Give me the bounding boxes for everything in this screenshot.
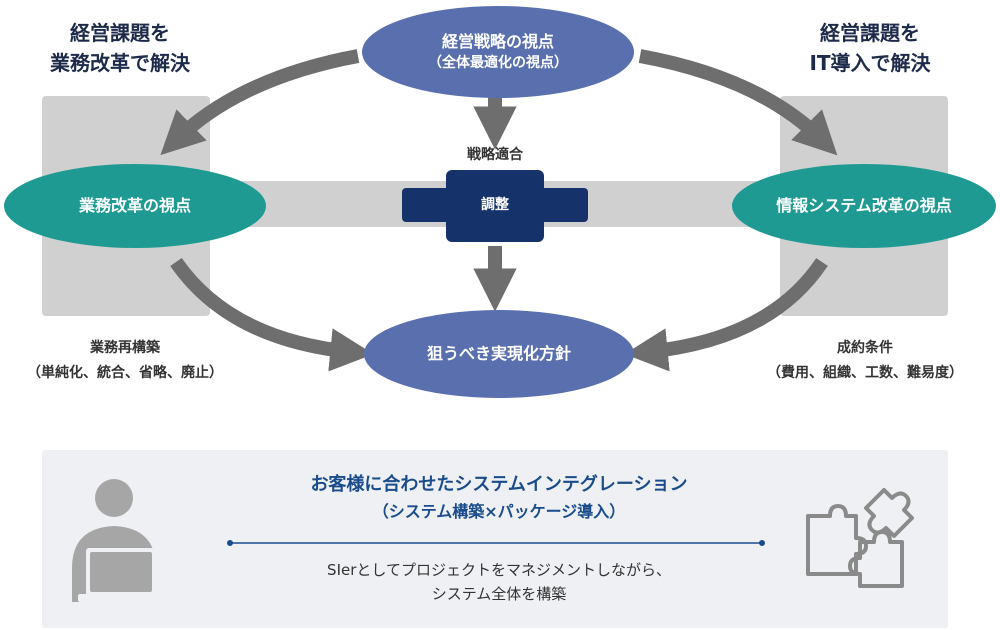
arrow-left-to-bottom (170, 257, 374, 372)
adjust-box-vertical (446, 170, 544, 242)
adjust-label: 調整 (481, 197, 509, 213)
arrow-strategy-to-left (160, 49, 360, 156)
integration-subtitle: （システム構築×パッケージ導入） (372, 502, 626, 521)
business-reform-node: 業務改革の視点 (4, 164, 266, 248)
right-heading: 経営課題を IT導入で解決 (809, 21, 931, 75)
integration-body: SIerとしてプロジェクトをマネジメントしながら、 システム全体を構築 (327, 561, 671, 603)
right-caption: 成約条件 （費用、組織、工数、難易度） (767, 340, 963, 381)
left-heading: 経営課題を 業務改革で解決 (50, 21, 190, 75)
strategy-node: 経営戦略の視点 （全体最適化の視点） (362, 6, 634, 98)
left-caption: 業務再構築 （単純化、統合、省略、廃止） (27, 340, 223, 381)
person-laptop-icon (72, 479, 168, 602)
arrow-right-to-bottom (624, 258, 828, 372)
target-policy-node: 狙うべき実現化方針 (364, 310, 634, 398)
integration-title: お客様に合わせたシステムインテグレーション (310, 474, 688, 495)
arrow-strategy-to-right (638, 49, 838, 156)
integration-divider (227, 540, 765, 546)
integration-panel (42, 450, 948, 628)
strategic-fit-label: 戦略適合 (467, 147, 523, 163)
puzzle-pieces-icon (806, 488, 914, 588)
system-reform-node: 情報システム改革の視点 (732, 164, 996, 248)
